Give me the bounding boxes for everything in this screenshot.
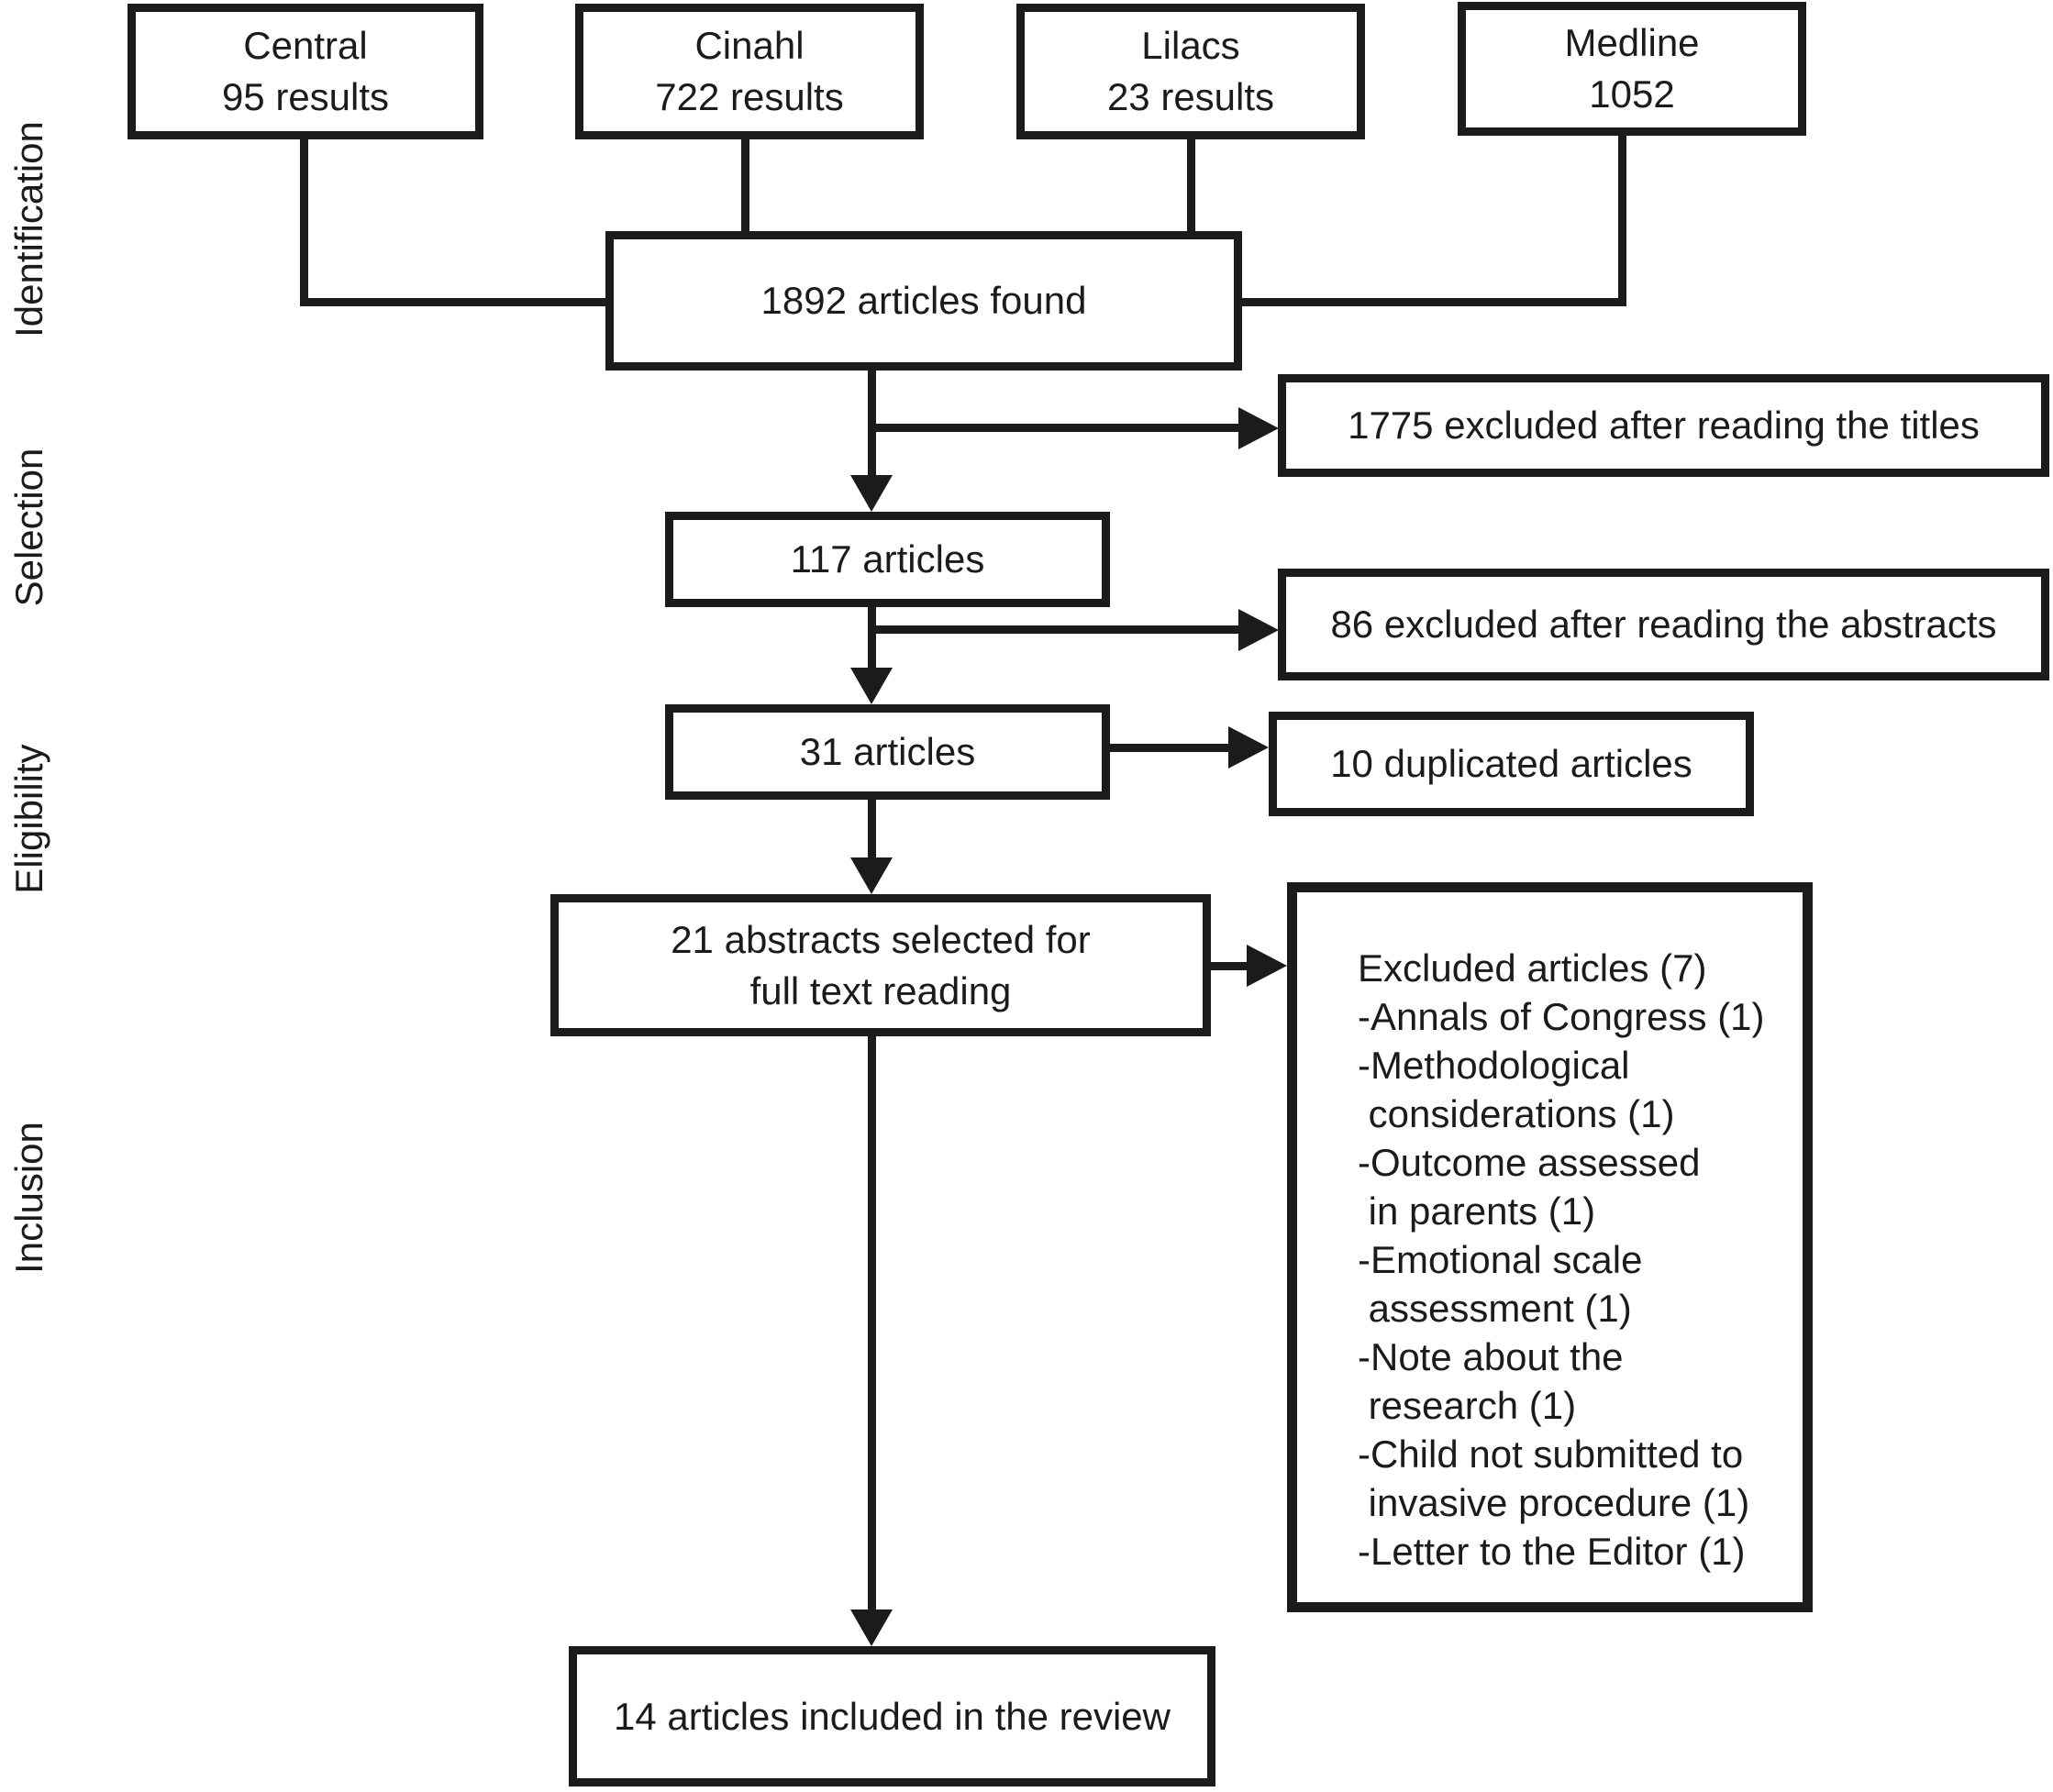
excluded-list-item: invasive procedure (1)	[1358, 1481, 1750, 1524]
stage-label-inclusion: Inclusion	[7, 1122, 50, 1274]
connector-medline-horizontal	[1242, 298, 1626, 306]
excluded-list-item: assessment (1)	[1358, 1287, 1632, 1330]
branch-line-1775	[868, 424, 1238, 432]
21-abstracts-line2: full text reading	[749, 968, 1012, 1012]
source-cinahl-count: 722 results	[655, 75, 844, 118]
excluded-list-item: -Note about the	[1358, 1335, 1624, 1378]
excluded-list-item: -Child not submitted to	[1358, 1432, 1744, 1476]
connector-central-vertical	[300, 139, 308, 306]
node-excluded-abstracts: 86 excluded after reading the abstracts	[1278, 569, 2049, 680]
arrowhead-down-14-icon	[850, 1609, 893, 1646]
node-31-articles: 31 articles	[665, 704, 1110, 800]
node-excluded-fulltext-list: Excluded articles (7) -Annals of Congres…	[1287, 882, 1813, 1612]
flow-line-found-to-117	[868, 371, 876, 475]
excluded-list-item: research (1)	[1358, 1384, 1577, 1427]
source-cinahl-name: Cinahl	[694, 24, 805, 67]
branch-line-excluded-fulltext	[1206, 962, 1247, 970]
excluded-list-item: -Methodological	[1358, 1044, 1630, 1087]
included-label: 14 articles included in the review	[614, 1694, 1171, 1738]
connector-cinahl-vertical	[741, 139, 749, 238]
excluded-list-item: -Emotional scale	[1358, 1238, 1643, 1281]
arrowhead-down-21-icon	[850, 857, 893, 894]
source-lilacs-name: Lilacs	[1141, 24, 1240, 67]
flow-line-31-to-21	[868, 800, 876, 857]
excluded-list-heading: Excluded articles (7)	[1358, 946, 1707, 990]
node-articles-found: 1892 articles found	[605, 231, 1242, 371]
source-box-medline: Medline 1052	[1458, 2, 1806, 136]
node-duplicates: 10 duplicated articles	[1269, 712, 1754, 816]
arrowhead-right-1775-icon	[1238, 407, 1279, 449]
excluded-titles-label: 1775 excluded after reading the titles	[1348, 404, 1980, 447]
excluded-list-item: considerations (1)	[1358, 1092, 1675, 1135]
node-21-abstracts: 21 abstracts selected for full text read…	[550, 894, 1211, 1036]
source-medline-count: 1052	[1589, 72, 1675, 116]
21-abstracts-line1: 21 abstracts selected for	[671, 917, 1091, 961]
flow-line-117-to-31	[868, 607, 876, 668]
node-included: 14 articles included in the review	[569, 1646, 1215, 1786]
stage-label-eligibility: Eligibility	[7, 744, 50, 894]
connector-medline-vertical	[1618, 136, 1626, 306]
arrowhead-right-duplicates-icon	[1228, 726, 1269, 769]
source-box-cinahl: Cinahl 722 results	[575, 4, 924, 139]
excluded-abstracts-label: 86 excluded after reading the abstracts	[1330, 603, 1997, 646]
excluded-list-item: -Annals of Congress (1)	[1358, 995, 1765, 1038]
arrowhead-right-excluded-fulltext-icon	[1247, 945, 1287, 987]
excluded-list-item: -Outcome assessed	[1358, 1141, 1701, 1184]
node-excluded-titles: 1775 excluded after reading the titles	[1278, 374, 2049, 477]
31-articles-label: 31 articles	[799, 730, 976, 773]
117-articles-label: 117 articles	[790, 537, 985, 581]
duplicates-label: 10 duplicated articles	[1330, 742, 1692, 785]
node-117-articles: 117 articles	[665, 512, 1110, 607]
source-box-central: Central 95 results	[128, 4, 483, 139]
excluded-list-item: -Letter to the Editor (1)	[1358, 1530, 1746, 1573]
source-box-lilacs: Lilacs 23 results	[1016, 4, 1365, 139]
arrowhead-down-117-icon	[850, 475, 893, 512]
source-medline-name: Medline	[1564, 21, 1700, 64]
branch-line-86	[868, 625, 1238, 634]
source-lilacs-count: 23 results	[1106, 75, 1275, 118]
branch-line-duplicates	[1105, 744, 1228, 752]
connector-central-horizontal	[300, 298, 614, 306]
excluded-list-item: in parents (1)	[1358, 1189, 1596, 1233]
articles-found-label: 1892 articles found	[760, 279, 1087, 322]
source-central-name: Central	[243, 24, 368, 67]
flow-line-21-to-14	[868, 1036, 876, 1609]
arrowhead-right-86-icon	[1238, 609, 1279, 651]
connector-lilacs-vertical	[1187, 139, 1195, 238]
arrowhead-down-31-icon	[850, 668, 893, 704]
source-central-count: 95 results	[221, 75, 390, 118]
